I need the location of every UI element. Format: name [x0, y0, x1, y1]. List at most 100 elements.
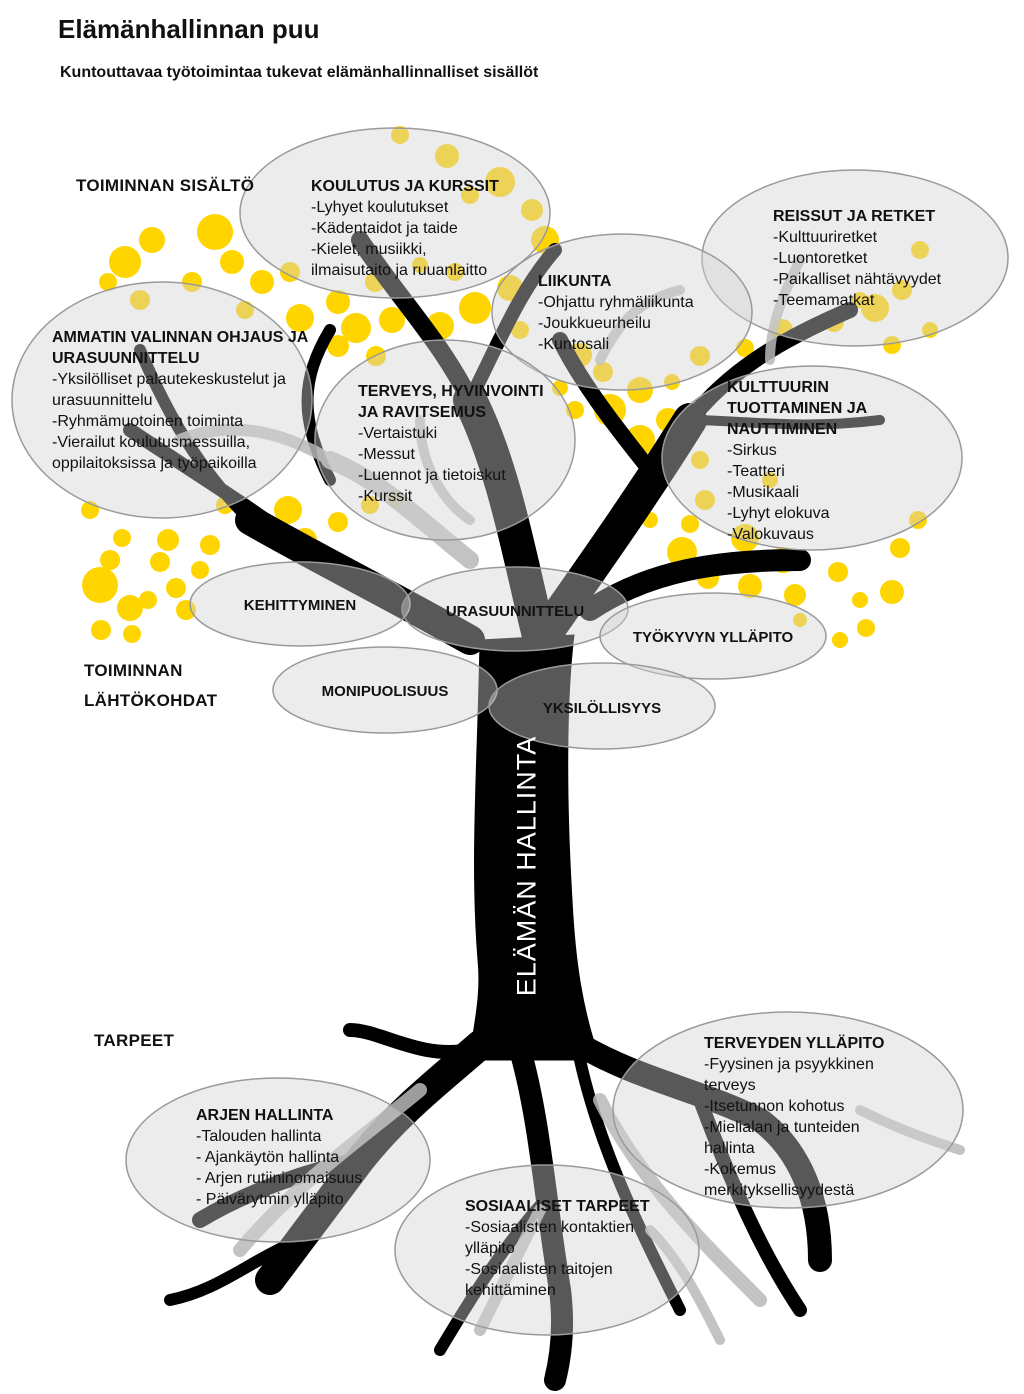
need-bubble-arjen: ARJEN HALLINTA -Talouden hallinta - Ajan… [196, 1105, 362, 1210]
bubble-item: -Kokemus [704, 1161, 777, 1178]
bubble-item: -Fyysinen ja psyykkinen [704, 1056, 874, 1073]
leaf-dot [176, 600, 196, 620]
bubble-kehittyminen [189, 561, 411, 647]
leaf-dot [762, 472, 778, 488]
leaf-dot [880, 580, 904, 604]
bubble-terveyden [612, 1011, 964, 1209]
leaf-dot [280, 262, 300, 282]
leaf-dot [150, 552, 170, 572]
leaf-dot [274, 496, 302, 524]
bubble-item: -Paikalliset nähtävyydet [773, 271, 942, 288]
bubble-liikunta [491, 233, 753, 391]
leaf-dot [681, 515, 699, 533]
leaf-dot [191, 561, 209, 579]
bubble-reissut [701, 169, 1009, 347]
section-label-content: TOIMINNAN SISÄLTÖ [76, 176, 255, 195]
leaf-dot [695, 490, 715, 510]
leaf-dot [220, 250, 244, 274]
bubble-koulutus [239, 127, 551, 299]
leaf-dot [91, 620, 111, 640]
leaf-dot [139, 591, 157, 609]
tree-trunk-and-branches [123, 231, 885, 1391]
leaf-dot [197, 214, 233, 250]
bubble-item: oppilaitoksissa ja työpaikoilla [52, 455, 257, 472]
leaf-dot [857, 619, 875, 637]
bubble-item: -Kulttuuriretket [773, 229, 878, 246]
section-label-basis-line2: LÄHTÖKOHDAT [84, 691, 218, 710]
leaf-dot [250, 270, 274, 294]
trunk-label: ELÄMÄN HALLINTA [511, 735, 542, 997]
leaf-dot [521, 199, 543, 221]
basis-label-yksilollisyys: YKSILÖLLISYYS [542, 700, 662, 717]
bubble-item: -Kuntosali [538, 336, 610, 353]
bubble-sosiaaliset [394, 1164, 700, 1336]
leaf-dot [690, 346, 710, 366]
bubble-item: -Ryhmämuotoinen toiminta [52, 413, 244, 430]
bubble-heading: KOULUTUS JA KURSSIT [311, 178, 499, 195]
bubble-item: -Messut [358, 446, 415, 463]
leaf-dot [446, 263, 464, 281]
leaf-dot [379, 307, 405, 333]
basis-label-monipuolisuus: MONIPUOLISUUS [321, 683, 449, 700]
leaf-dot [852, 592, 868, 608]
bubble-item: kehittäminen [465, 1282, 556, 1299]
leaf-dot [412, 257, 428, 273]
section-label-basis: TOIMINNAN LÄHTÖKOHDAT [84, 656, 217, 716]
bubble-tyokyky [599, 592, 827, 680]
leaf-dot [828, 562, 848, 582]
leaf-dot [883, 336, 901, 354]
bubble-item: merkityksellisyydestä [704, 1182, 855, 1199]
bubble-item: - Arjen rutiininomaisuus [196, 1170, 363, 1187]
leaf-dot [664, 374, 680, 390]
bubble-heading: TERVEYDEN YLLÄPITO [704, 1035, 885, 1052]
leaf-dot [123, 625, 141, 643]
bubble-item: -Ohjattu ryhmäliikunta [538, 294, 694, 311]
basis-label-tyokyky: TYÖKYVYN YLLÄPITO [632, 629, 794, 646]
leaf-dot [341, 313, 371, 343]
leaf-dot [738, 574, 762, 598]
bubble-heading: ARJEN HALLINTA [196, 1107, 334, 1124]
bubble-item: -Kädentaidot ja taide [311, 220, 458, 237]
content-bubbles [11, 127, 1009, 551]
bubble-kulttuuri [661, 365, 963, 551]
bubble-item: ilmaisutaito ja ruuanlaitto [311, 262, 488, 279]
leaf-dot [691, 451, 709, 469]
bubble-item: -Sirkus [727, 442, 777, 459]
bubble-item: -Luontoretket [773, 250, 868, 267]
leaf-dot [459, 292, 491, 324]
leaf-dot [286, 304, 314, 332]
section-label-basis-line1: TOIMINNAN [84, 661, 183, 680]
bubble-item: -Sosiaalisten taitojen [465, 1261, 613, 1278]
leaf-dot [99, 273, 117, 291]
bubble-arjen [125, 1077, 431, 1243]
leaf-dot [852, 292, 868, 308]
page-title: Elämänhallinnan puu [58, 14, 320, 44]
bubble-heading-line2: TUOTTAMINEN JA [727, 400, 868, 417]
bubble-item: terveys [704, 1077, 756, 1094]
leaf-dot [892, 280, 912, 300]
leaf-dot [100, 550, 120, 570]
bubble-item: hallinta [704, 1140, 755, 1157]
leaf-dot [130, 290, 150, 310]
bubble-heading: REISSUT JA RETKET [773, 208, 936, 225]
bubble-item: -Teatteri [727, 463, 785, 480]
content-bubble-ammatin: AMMATIN VALINNAN OHJAUS JA URASUUNNITTEL… [52, 327, 308, 474]
leaf-dot [391, 126, 409, 144]
leaf-dot [911, 241, 929, 259]
leaf-dot [552, 380, 568, 396]
leaf-dot [182, 272, 202, 292]
leaf-dot [82, 567, 118, 603]
content-bubble-reissut: REISSUT JA RETKET -Kulttuuriretket -Luon… [773, 206, 941, 311]
bubble-heading: KULTTUURIN [727, 379, 829, 396]
leaf-dot [327, 335, 349, 357]
bubble-item: -Teemamatkat [773, 292, 875, 309]
content-bubble-koulutus: KOULUTUS JA KURSSIT -Lyhyet koulutukset … [311, 176, 499, 281]
bubble-item: - Päivärytmin ylläpito [196, 1191, 344, 1208]
bubble-item: - Ajankäytön hallinta [196, 1149, 340, 1166]
leaf-dot [117, 595, 143, 621]
basis-bubbles [189, 561, 827, 750]
bubble-ammatin [11, 281, 313, 519]
bubble-heading: SOSIAALISET TARPEET [465, 1198, 650, 1215]
bubble-item: -Musikaali [727, 484, 800, 501]
